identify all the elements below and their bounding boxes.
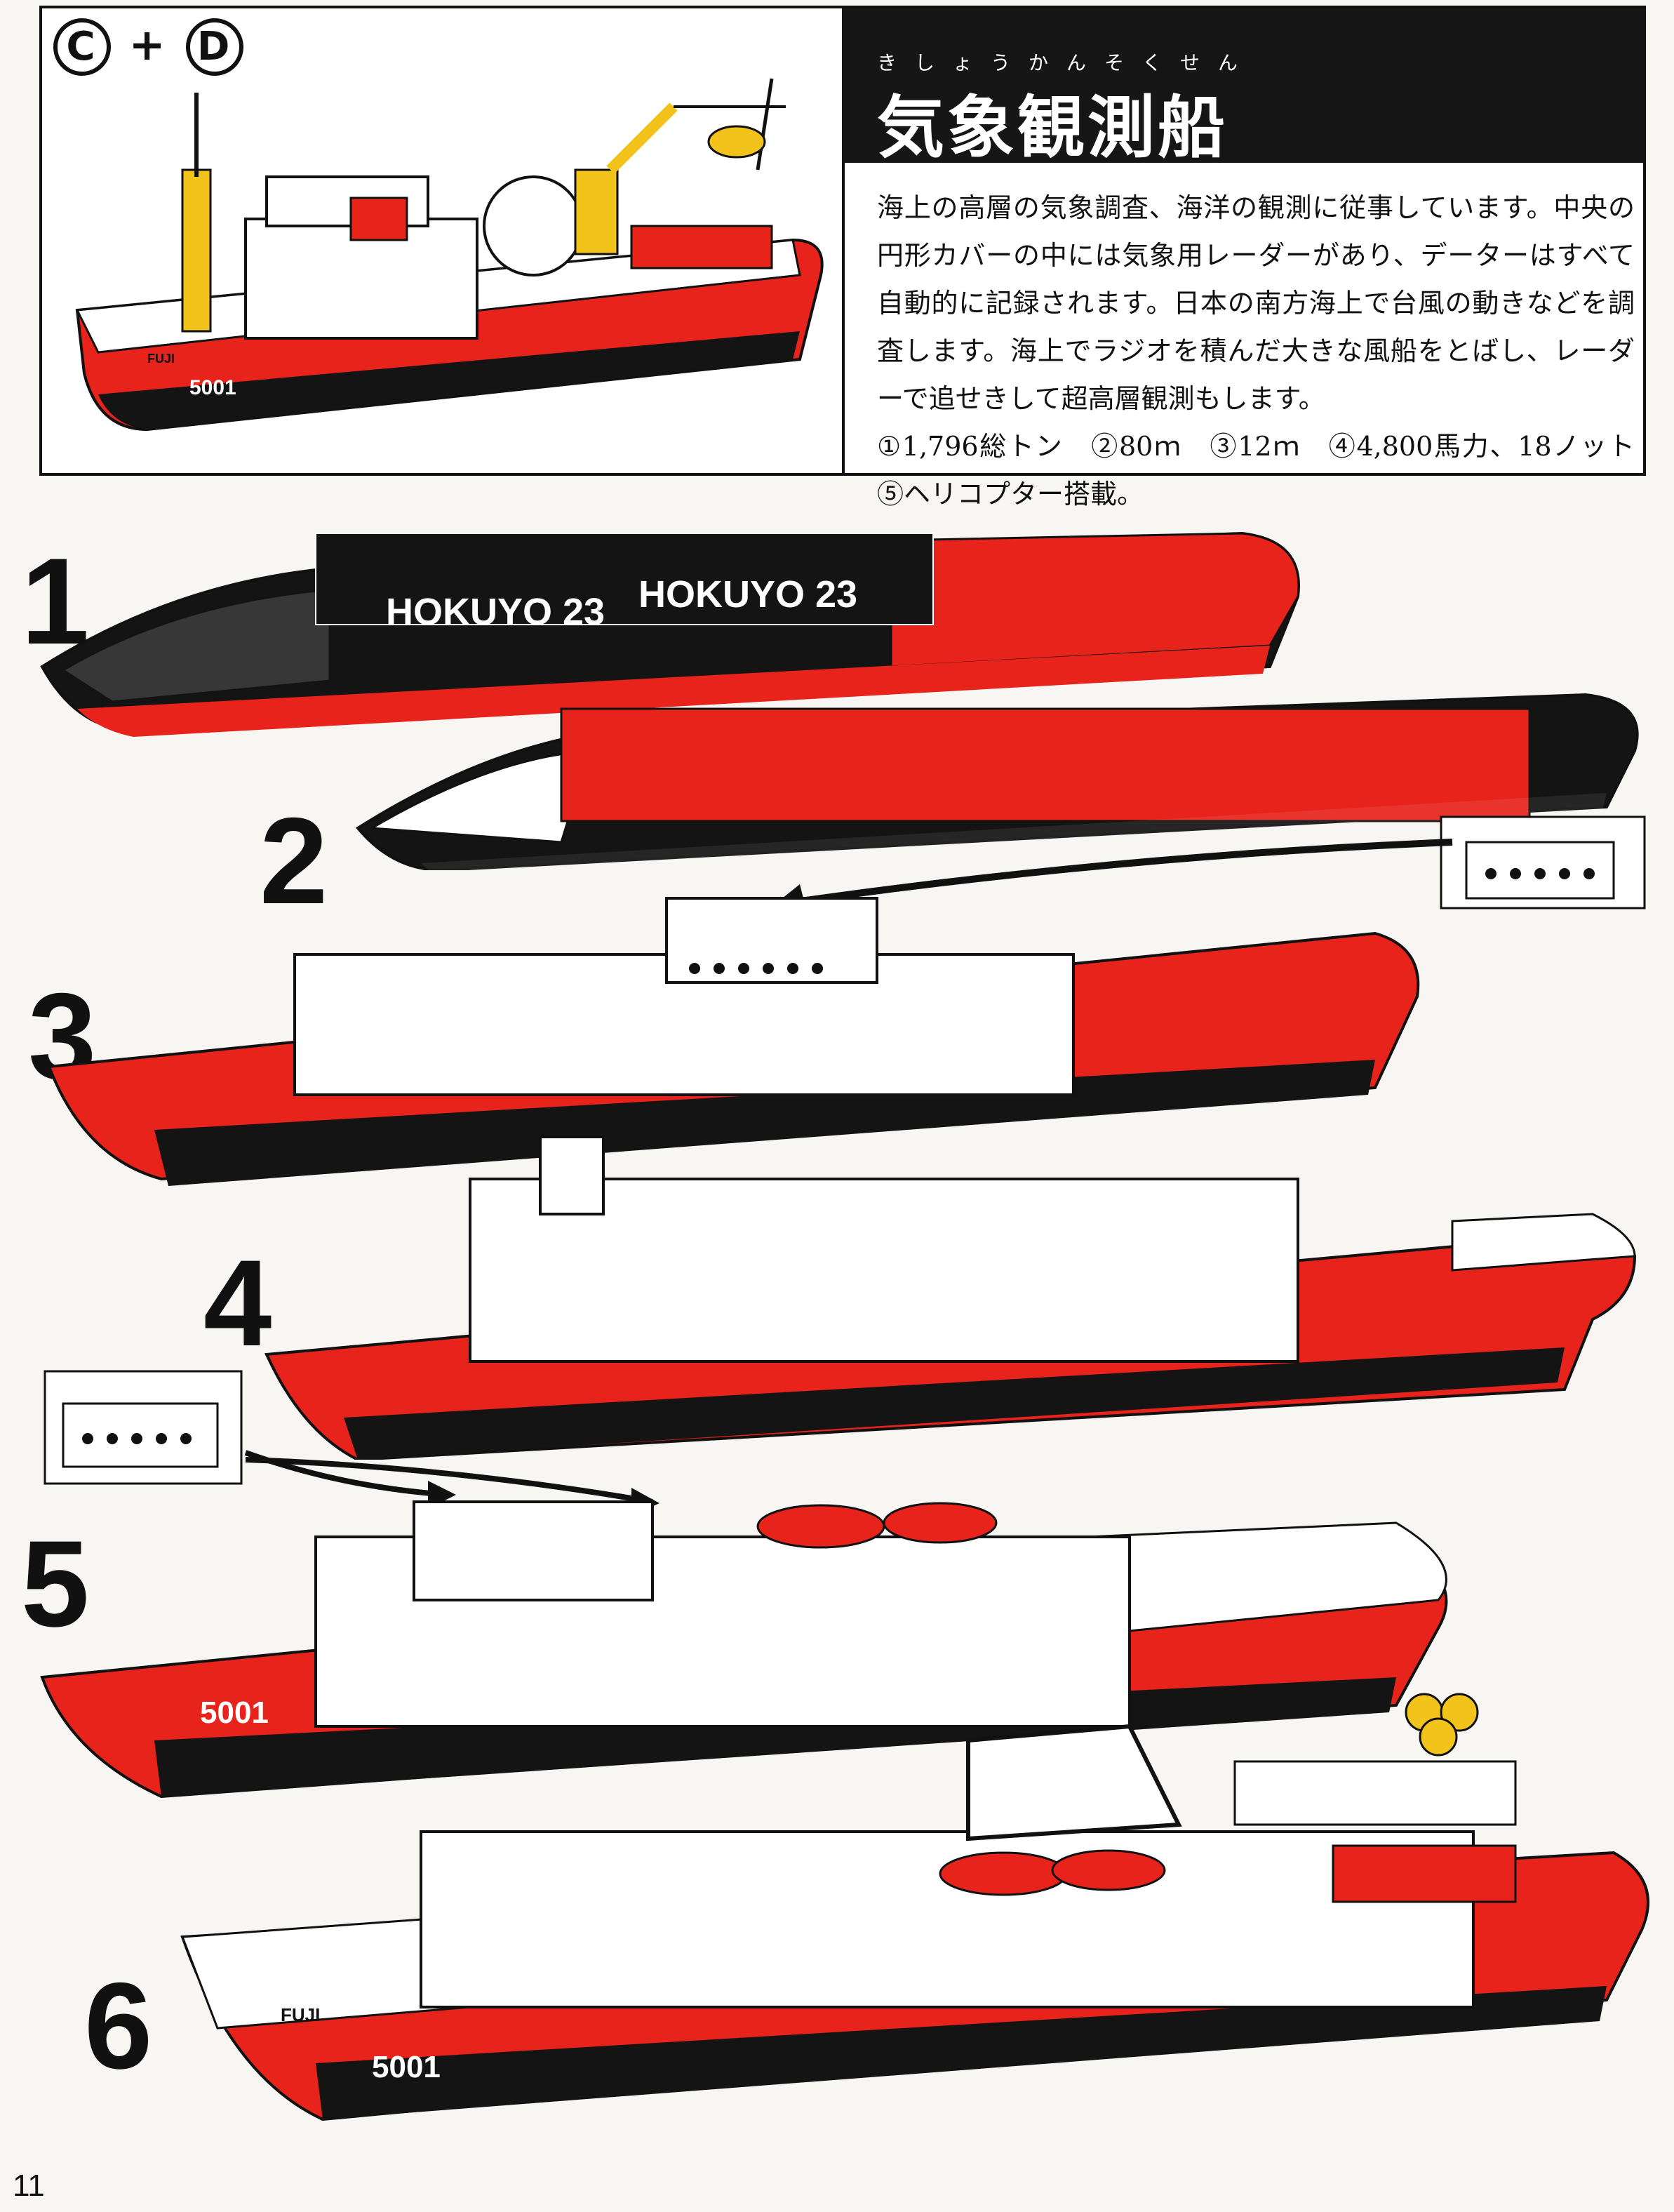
description-text: 海上の高層の気象調査、海洋の観測に従事しています。中央の円形カバーの中には気象用…	[877, 192, 1635, 414]
brick-callout-step-3	[1440, 815, 1646, 910]
step-6-hull-number: 5001	[372, 2050, 441, 2084]
title-band	[842, 8, 1646, 163]
step-6-ship-name: FUJI	[281, 2004, 320, 2025]
step-6-ship: 5001 FUJI	[180, 1693, 1649, 2121]
title-furigana: きしょうかんそくせん	[877, 51, 1257, 74]
model-code-plus: +	[128, 19, 168, 70]
model-code-d: D	[186, 18, 244, 76]
header-box: C + D 5001 FUJI きしょうかんそくせん 気象観測船 海上の高層の気…	[39, 6, 1661, 509]
page-title: 気象観測船	[877, 88, 1228, 167]
header-divider	[842, 8, 845, 473]
step-number-5: 5	[21, 1516, 90, 1653]
hull-text-hokuyo-b: HOKUYO 23	[638, 573, 857, 615]
preview-hull-number: 5001	[189, 376, 236, 399]
preview-ship-name: FUJI	[147, 352, 175, 366]
finished-ship-preview: 5001 FUJI	[75, 78, 824, 432]
hull-text-hokuyo-a: HOKUYO 23	[386, 591, 605, 633]
step-number-4: 4	[203, 1235, 272, 1372]
step-number-6: 6	[84, 1958, 153, 2095]
model-code: C + D	[53, 18, 244, 76]
description: 海上の高層の気象調査、海洋の観測に従事しています。中央の円形カバーの中には気象用…	[877, 184, 1661, 518]
step-4-ship	[265, 1135, 1637, 1460]
step-5-ship: 5001	[40, 1500, 1448, 1799]
brick-callout-step-5	[43, 1370, 243, 1485]
step-3-ship	[47, 897, 1420, 1186]
model-code-c: C	[53, 18, 111, 76]
step-number-1: 1	[21, 533, 90, 670]
step-2-ship	[356, 693, 1639, 870]
specs-text: ①1,796総トン ②80ｍ ③12ｍ ④4,800馬力、18ノット ⑤ヘリコプ…	[877, 431, 1662, 509]
step-number-2: 2	[260, 793, 328, 930]
page-number: 11	[13, 2168, 45, 2203]
step-5-hull-number: 5001	[200, 1695, 269, 1730]
step-1-ship: HOKUYO 23 HOKUYO 23	[40, 531, 1300, 737]
